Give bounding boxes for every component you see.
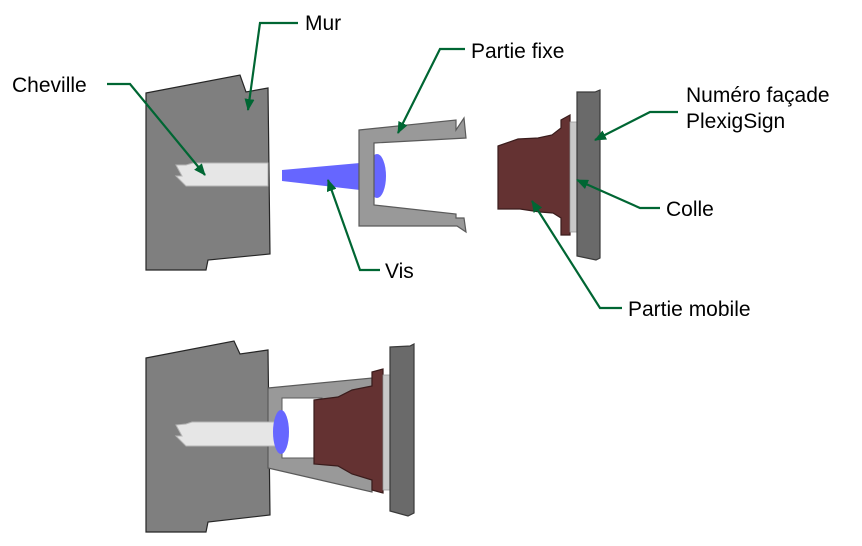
label-vis: Vis: [385, 260, 414, 283]
label-cheville: Cheville: [12, 74, 87, 97]
label-mur: Mur: [305, 12, 341, 35]
leader-vis: [326, 179, 380, 272]
anchor-bottom: [174, 421, 277, 447]
label-partie-fixe: Partie fixe: [471, 40, 564, 63]
leader-cheville: [107, 82, 206, 176]
labels: Mur Cheville Partie fixe Numéro façade P…: [12, 12, 830, 321]
leader-mur: [244, 21, 298, 111]
label-colle: Colle: [666, 198, 714, 221]
leader-numero-facade: [594, 110, 678, 141]
glue-top: [569, 121, 578, 233]
assembled-view: [145, 340, 415, 533]
label-numero-facade-1: Numéro façade: [686, 84, 830, 107]
screw-top: [282, 163, 368, 190]
label-partie-mobile: Partie mobile: [628, 298, 751, 321]
mobile-part-bottom: [313, 368, 384, 494]
glue-bottom: [382, 374, 391, 491]
facade-plate-bottom: [389, 343, 415, 517]
leader-partie-fixe: [397, 47, 465, 134]
label-numero-facade-2: PlexigSign: [686, 110, 785, 133]
fixed-part-top: [358, 116, 467, 234]
leader-lines: [107, 21, 678, 310]
screw-head-bottom: [273, 410, 289, 454]
facade-plate-top: [576, 89, 601, 261]
leader-colle: [576, 178, 660, 210]
exploded-view: [145, 74, 601, 271]
anchor-top: [174, 162, 269, 187]
mobile-part-top: [497, 113, 571, 236]
leader-partie-mobile: [531, 200, 622, 310]
